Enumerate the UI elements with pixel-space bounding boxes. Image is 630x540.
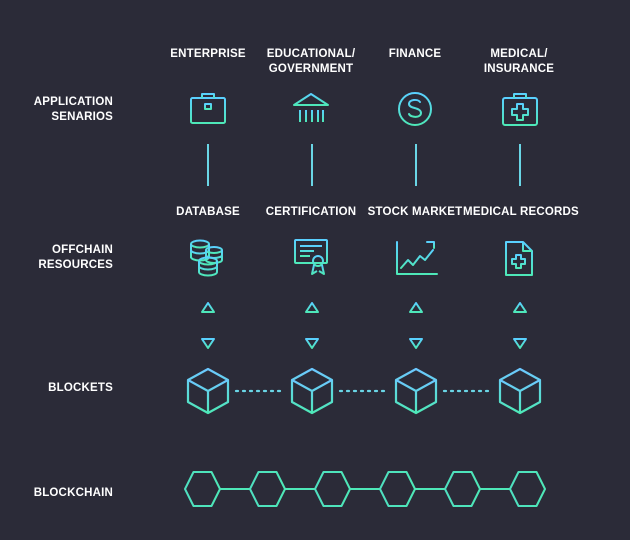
chain-block-1	[184, 471, 221, 507]
double-arrow-stock	[409, 302, 423, 349]
database-stack-icon	[190, 239, 223, 277]
double-arrow-records	[513, 302, 527, 349]
chain-block-6	[509, 471, 546, 507]
double-arrow-icons	[201, 302, 527, 349]
column-title-educational: EDUCATIONAL/ GOVERNMENT	[266, 48, 356, 75]
blocket-cube-1	[186, 367, 230, 415]
certificate-icon	[294, 239, 328, 275]
column-title-finance: FINANCE	[388, 48, 442, 60]
resource-label-certification: CERTIFICATION	[265, 206, 357, 218]
dollar-coin-icon	[398, 92, 432, 126]
column-title-medical: MEDICAL/ INSURANCE	[483, 48, 555, 75]
chain-block-3	[314, 471, 351, 507]
resource-label-medical-records: MEDICAL RECORDS	[463, 206, 579, 218]
chain-block-5	[444, 471, 481, 507]
medical-kit-icon	[502, 93, 538, 126]
chain-block-4	[379, 471, 416, 507]
blocket-cube-4	[498, 367, 542, 415]
double-arrow-certification	[305, 302, 319, 349]
stock-chart-icon	[396, 241, 438, 275]
row-label-offchain: OFFCHAIN RESOURCES	[38, 244, 113, 271]
medical-record-icon	[505, 241, 533, 276]
blocket-cube-3	[394, 367, 438, 415]
resource-label-database: DATABASE	[176, 206, 240, 218]
double-arrow-database	[201, 302, 215, 349]
row-label-blockchain: BLOCKCHAIN	[33, 487, 113, 499]
government-building-icon	[293, 93, 329, 125]
column-title-enterprise: ENTERPRISE	[170, 48, 246, 60]
row-label-blockets: BLOCKETS	[48, 382, 113, 394]
row-label-application: APPLICATION SENARIOS	[33, 96, 113, 123]
chain-block-2	[249, 471, 286, 507]
blocket-cube-2	[290, 367, 334, 415]
resource-label-stock-market: STOCK MARKET	[367, 206, 463, 218]
briefcase-icon	[190, 93, 226, 124]
connector-lines	[207, 144, 521, 186]
